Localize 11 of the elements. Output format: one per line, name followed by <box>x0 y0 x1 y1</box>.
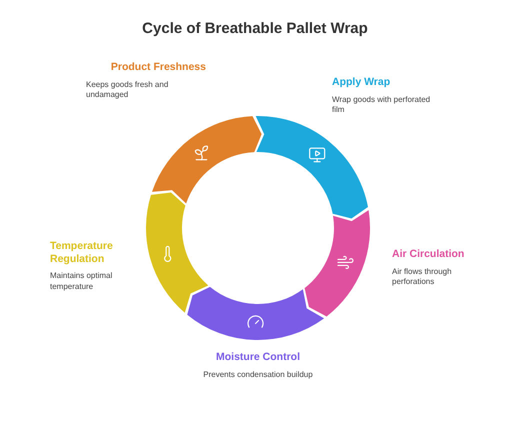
step-description: Wrap goods with perforated film <box>332 94 432 116</box>
step-description: Maintains optimal temperature <box>50 271 114 293</box>
step-description: Keeps goods fresh and undamaged <box>86 80 170 102</box>
step-title: Air Circulation <box>392 248 466 261</box>
step-title: Moisture Control <box>215 351 301 364</box>
diagram-title: Cycle of Breathable Pallet Wrap <box>141 20 369 37</box>
step-title: Temperature Regulation <box>50 240 114 266</box>
step-title: Apply Wrap <box>332 76 392 89</box>
step-description: Air flows through perforations <box>392 266 453 288</box>
step-description: Prevents condensation buildup <box>202 370 314 380</box>
step-title: Product Freshness <box>110 61 206 74</box>
